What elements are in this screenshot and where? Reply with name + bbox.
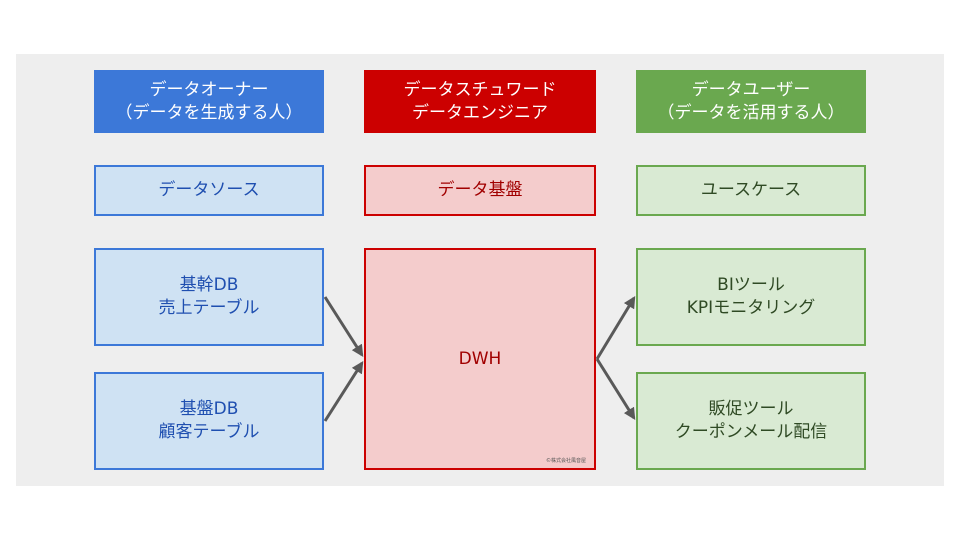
category-data-source: データソース [94, 165, 324, 216]
source-core-db-sales-line2: 売上テーブル [158, 298, 260, 318]
category-use-case-label: ユースケース [700, 180, 802, 200]
copyright-text: ©株式会社風音屋 [545, 458, 586, 464]
platform-dwh: DWH ©株式会社風音屋 [364, 248, 596, 470]
category-data-platform: データ基盤 [364, 165, 596, 216]
platform-dwh-label: DWH [458, 348, 502, 369]
source-core-db-sales-line1: 基幹DB [179, 275, 239, 295]
source-platform-db-customers-line1: 基盤DB [179, 399, 239, 419]
header-data-user-line1: データユーザー [691, 79, 811, 100]
source-core-db-sales: 基幹DB 売上テーブル [94, 248, 324, 346]
arrow-customers-to-dwh [323, 360, 364, 422]
usecase-bi-tool: BIツール KPIモニタリング [636, 248, 866, 346]
usecase-promotion-tool: 販促ツール クーポンメール配信 [636, 372, 866, 470]
arrow-dwh-to-bi [595, 295, 636, 360]
category-use-case: ユースケース [636, 165, 866, 216]
header-data-owner: データオーナー （データを生成する人） [94, 70, 324, 133]
arrow-dwh-to-promotion [595, 358, 636, 421]
usecase-promotion-tool-line1: 販促ツール [708, 399, 794, 419]
header-data-owner-line2: （データを生成する人） [115, 102, 303, 123]
category-data-source-label: データソース [158, 180, 260, 200]
usecase-bi-tool-line2: KPIモニタリング [686, 298, 816, 318]
arrow-sales-to-dwh [323, 296, 364, 358]
header-data-owner-line1: データオーナー [149, 79, 269, 100]
category-data-platform-label: データ基盤 [437, 180, 523, 200]
usecase-bi-tool-line1: BIツール [717, 275, 785, 295]
header-data-user: データユーザー （データを活用する人） [636, 70, 866, 133]
header-data-steward: データスチュワード データエンジニア [364, 70, 596, 133]
source-platform-db-customers-line2: 顧客テーブル [158, 422, 260, 442]
header-data-user-line2: （データを活用する人） [657, 102, 845, 123]
source-platform-db-customers: 基盤DB 顧客テーブル [94, 372, 324, 470]
usecase-promotion-tool-line2: クーポンメール配信 [674, 422, 828, 442]
header-data-steward-line2: データエンジニア [412, 102, 548, 123]
header-data-steward-line1: データスチュワード [403, 79, 557, 100]
